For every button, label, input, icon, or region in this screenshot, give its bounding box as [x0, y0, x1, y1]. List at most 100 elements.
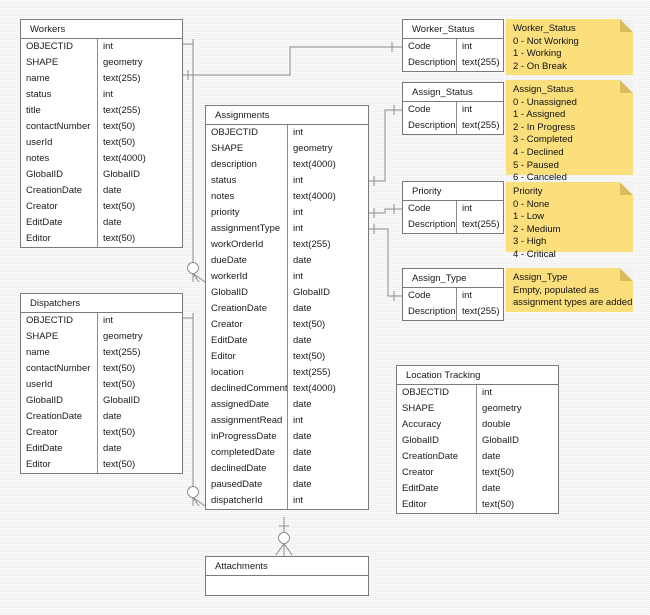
note-line: 4 - Critical	[513, 248, 556, 260]
attribute-row: priority int	[206, 205, 368, 221]
note-title: Worker_Status	[513, 23, 576, 34]
connector-assignments-assign-status	[369, 105, 402, 186]
connector-dispatchers-assignments	[183, 313, 206, 507]
entity-title-location-tracking: Location Tracking	[397, 366, 558, 385]
note-line: assignment types are added	[513, 297, 633, 309]
attribute-name: Editor	[397, 497, 477, 513]
attribute-type: int	[462, 41, 473, 52]
note-line: 2 - Medium	[513, 223, 561, 235]
attribute-type: date	[482, 483, 501, 494]
attribute-name: GlobalID	[397, 433, 477, 449]
attribute-type: GlobalID	[293, 287, 330, 298]
attribute-name: priority	[206, 205, 288, 221]
attribute-type: int	[462, 203, 473, 214]
note-line: Empty, populated as	[513, 284, 599, 296]
note-line: 1 - Low	[513, 211, 545, 223]
note-line: 2 - On Break	[513, 60, 567, 72]
entity-title-assignments: Assignments	[206, 106, 368, 125]
attribute-name: EditDate	[21, 215, 98, 231]
attribute-type: int	[293, 415, 304, 426]
attribute-type: text(255)	[462, 57, 500, 68]
note-assign-type[interactable]: Assign_Type Empty, populated as assignme…	[506, 268, 633, 312]
attribute-name: Description	[403, 118, 457, 134]
attribute-type: GlobalID	[103, 169, 140, 180]
attribute-name: name	[21, 71, 98, 87]
note-assign-status[interactable]: Assign_Status 0 - Unassigned 1 - Assigne…	[506, 80, 633, 183]
attribute-type: geometry	[103, 57, 143, 68]
attribute-type: text(50)	[103, 121, 136, 132]
note-title: Assign_Type	[513, 272, 568, 283]
entity-title-workers: Workers	[21, 20, 182, 39]
attribute-row: contactNumber text(50)	[21, 119, 182, 135]
entity-title-dispatchers: Dispatchers	[21, 294, 182, 313]
entity-attributes-attachments	[206, 576, 368, 595]
note-fold-corner-icon	[620, 80, 633, 93]
entity-attachments[interactable]: Attachments	[205, 556, 369, 596]
attribute-type: date	[293, 431, 312, 442]
note-worker-status[interactable]: Worker_Status 0 - Not Working 1 - Workin…	[506, 19, 633, 75]
attribute-name: EditDate	[206, 333, 288, 349]
attribute-name: CreationDate	[206, 301, 288, 317]
attribute-type: text(255)	[103, 347, 141, 358]
attribute-name: title	[21, 103, 98, 119]
attribute-name: pausedDate	[206, 477, 288, 493]
attribute-row: Description text(255)	[403, 118, 503, 134]
attribute-type: text(255)	[462, 120, 500, 131]
attribute-name: workOrderId	[206, 237, 288, 253]
connector-assignments-assign-type	[369, 224, 402, 301]
note-priority[interactable]: Priority 0 - None 1 - Low 2 - Medium 3 -…	[506, 182, 633, 260]
attribute-name: contactNumber	[21, 119, 98, 135]
attribute-type: text(255)	[293, 367, 331, 378]
note-line: 6 - Canceled	[513, 172, 567, 184]
attribute-name: Editor	[21, 457, 98, 473]
attribute-type: text(50)	[293, 319, 326, 330]
attribute-type: int	[103, 89, 114, 100]
attribute-name: Editor	[21, 231, 98, 247]
attribute-name: Editor	[206, 349, 288, 365]
note-fold-corner-icon	[620, 268, 633, 281]
entity-title-assign-status: Assign_Status	[403, 83, 503, 102]
attribute-type: int	[293, 207, 304, 218]
attribute-name: userId	[21, 135, 98, 151]
connector-workers-worker-status	[183, 42, 402, 80]
note-fold-corner-icon	[620, 182, 633, 195]
attribute-name: Creator	[397, 465, 477, 481]
attribute-name: SHAPE	[397, 401, 477, 417]
connector-assignments-attachments	[275, 517, 293, 556]
